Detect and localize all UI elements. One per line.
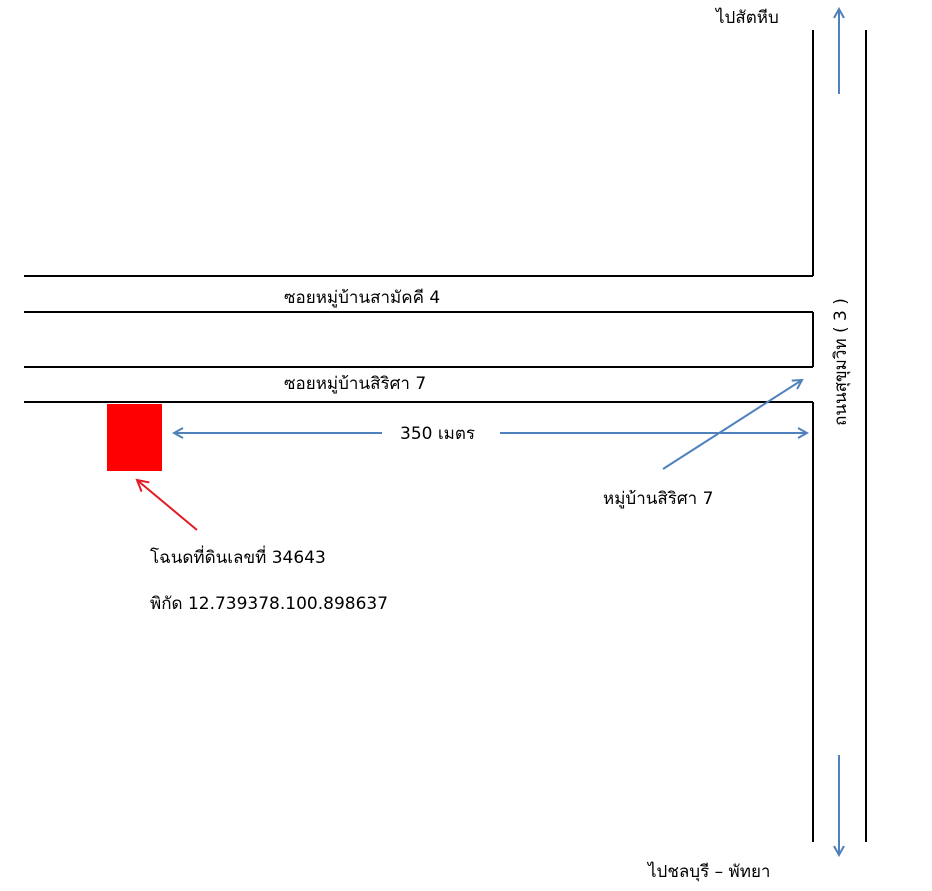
plot-marker <box>107 404 162 471</box>
plot-coordinates-label: พิกัด 12.739378.100.898637 <box>150 594 388 614</box>
soi-lower-label: ซอยหมู่บ้านสิริศา 7 <box>284 374 426 394</box>
village-label: หมู่บ้านสิริศา 7 <box>603 489 713 509</box>
plot-pointer-arrow <box>137 480 198 531</box>
plot-deed-label: โฉนดที่ดินเลขที่ 34643 <box>150 545 326 568</box>
north-direction-label: ไปสัตหีบ <box>714 7 779 28</box>
distance-label: 350 เมตร <box>400 424 475 444</box>
south-direction-label: ไปชลบุรี – พัทยา <box>646 861 770 882</box>
village-pointer-arrow <box>662 380 802 470</box>
soi-upper-label: ซอยหมู่บ้านสามัคคี 4 <box>284 288 440 308</box>
highway-label: ถนนสุขุมวิท ( 3 ) <box>831 298 851 426</box>
